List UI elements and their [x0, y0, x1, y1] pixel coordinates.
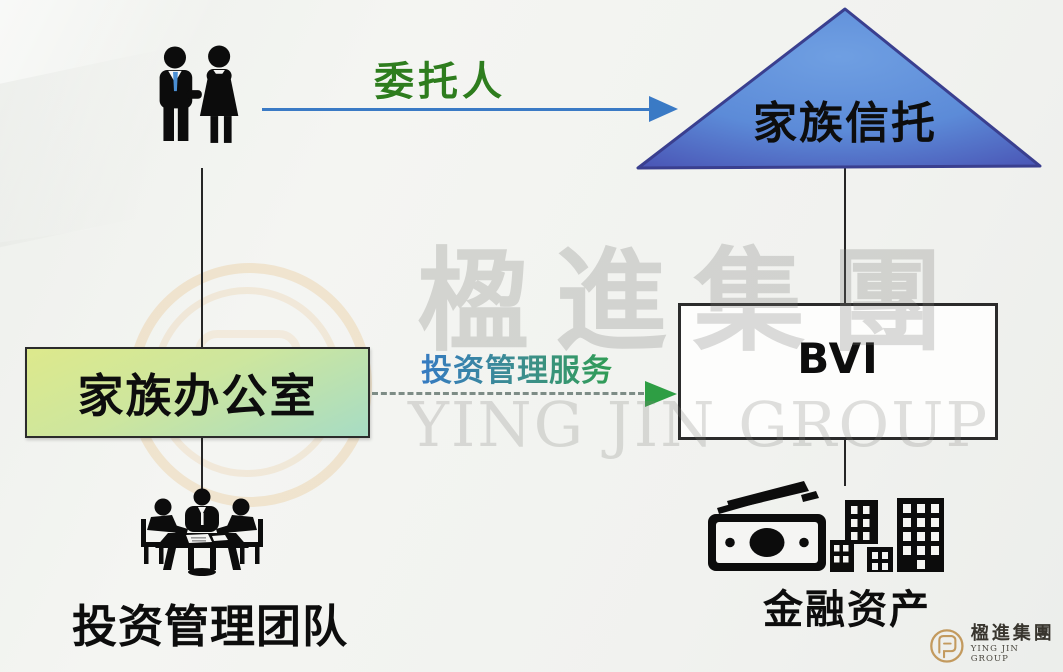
- service-dashed-line: [372, 392, 644, 395]
- connector-office-to-team: [201, 438, 203, 490]
- logo-cn: 楹進集團: [970, 623, 1055, 645]
- bvi-label: BVI: [797, 333, 879, 383]
- banknote-icon: [708, 481, 826, 571]
- company-logo: 楹進集團 YING JIN GROUP: [928, 622, 1060, 668]
- family-office-box: [25, 347, 370, 438]
- service-edge-label: 投资管理服务: [414, 348, 620, 389]
- logo-emblem-icon: [930, 629, 964, 663]
- connector-trust-to-bvi: [844, 168, 846, 305]
- financial-assets-icons: [703, 478, 953, 574]
- settlor-edge-label: 委托人: [374, 59, 506, 105]
- couple-icon: [150, 44, 246, 166]
- investment-team-label: 投资管理团队: [71, 599, 348, 653]
- connector-couple-to-office: [201, 168, 203, 347]
- logo-en: YING JIN GROUP: [970, 644, 1019, 665]
- bvi-box: [678, 303, 998, 440]
- meeting-table-icon: [128, 488, 276, 592]
- family-trust-triangle: [634, 6, 1046, 176]
- settlor-arrow-line: [262, 108, 650, 111]
- connector-bvi-to-assets: [844, 438, 846, 486]
- settlor-arrowhead-icon: [649, 96, 678, 122]
- service-arrowhead-icon: [645, 381, 677, 407]
- buildings-icon: [830, 498, 944, 572]
- family-office-label: 家族办公室: [77, 368, 318, 423]
- financial-assets-label: 金融资产: [763, 587, 931, 633]
- family-trust-label: 家族信托: [753, 98, 937, 149]
